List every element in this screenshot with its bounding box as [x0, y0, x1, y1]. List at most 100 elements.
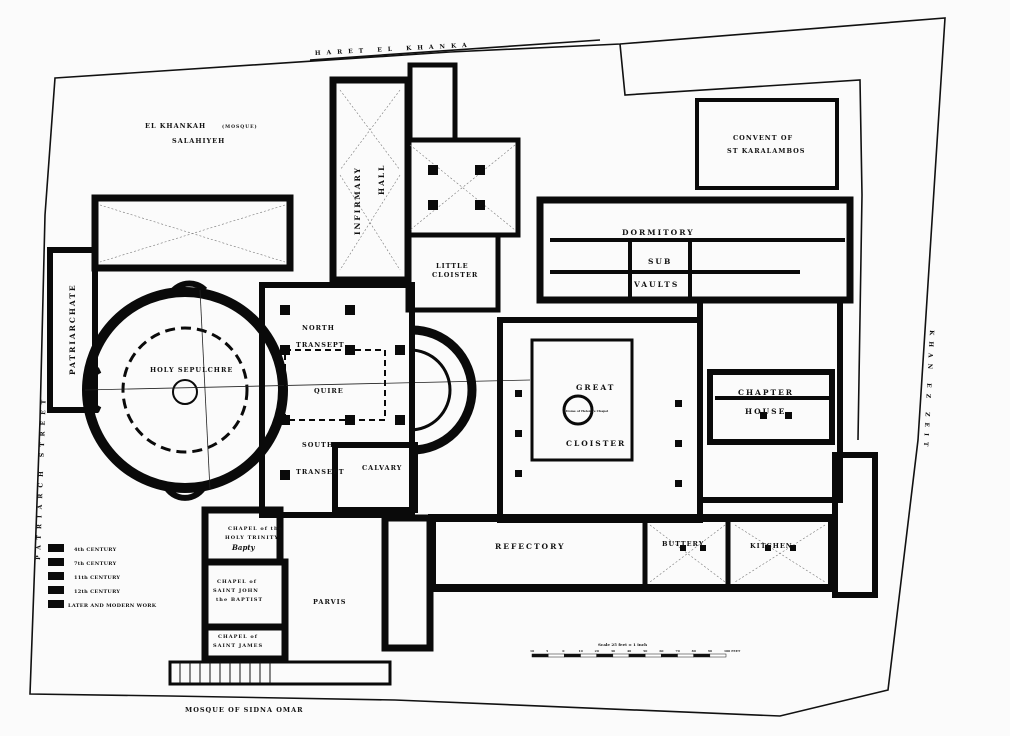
label-john-1: CHAPEL of	[217, 579, 257, 585]
scale-caption: Scale 25 feet = 1 inch	[598, 642, 647, 647]
label-house: HOUSE	[745, 407, 786, 416]
legend-label: 11th CENTURY	[74, 575, 120, 581]
label-holy-sepulchre: HOLY SEPULCHRE	[150, 366, 233, 374]
legend-swatch	[48, 544, 64, 552]
vault-lines	[339, 89, 401, 271]
scale-segment	[547, 653, 565, 658]
convent-plot	[619, 43, 863, 441]
scale-segment	[661, 653, 678, 658]
refectory-range	[428, 514, 836, 592]
vault-lines	[99, 204, 286, 263]
label-helena-chapel: Dome of Helena's Chapel	[566, 409, 609, 413]
scale-tick-label: 60	[659, 649, 663, 653]
label-convent-2: ST KARALAMBOS	[727, 147, 805, 155]
legend-swatch	[48, 572, 64, 580]
rotunda-inner	[121, 326, 249, 454]
label-hall: HALL	[377, 164, 386, 195]
great-cloister-garth	[530, 338, 634, 462]
quire-ambulatory	[409, 348, 452, 432]
street-label-west: PATRIARCH STREET	[35, 394, 48, 560]
label-south-transept: TRANSEPT	[296, 468, 345, 476]
scale-tick-label: 90	[708, 649, 712, 653]
label-khankah-note: (MOSQUE)	[222, 123, 258, 130]
legend-label: 4th CENTURY	[74, 547, 117, 553]
label-james-1: CHAPEL of	[218, 634, 258, 640]
chapter-house	[707, 369, 835, 445]
sepulchre-edicule	[172, 379, 198, 405]
label-south: SOUTH	[302, 441, 334, 449]
vault-lines	[409, 144, 516, 231]
street-label-south: MOSQUE OF SIDNA OMAR	[185, 706, 304, 714]
label-trinity-1: CHAPEL of the	[228, 526, 283, 532]
label-parvis: PARVIS	[313, 598, 346, 606]
legend-swatch	[48, 586, 64, 594]
scale-tick-label: 80	[692, 649, 696, 653]
great-cloister-walk	[497, 317, 703, 523]
scale-tick-label: 50	[643, 649, 647, 653]
east-apse	[411, 325, 477, 455]
label-khankah: EL KHANKAH	[145, 122, 206, 130]
scale-segment	[644, 653, 662, 658]
quire	[284, 349, 386, 421]
street-line-north	[309, 39, 601, 61]
label-dormitory: DORMITORY	[622, 228, 695, 237]
label-kitchen: KITCHEN	[750, 542, 793, 550]
scale-segment	[564, 653, 581, 658]
scale-tick-label: 10	[530, 649, 534, 653]
little-cloister	[405, 232, 501, 313]
scale-segment	[628, 653, 646, 658]
scale-segment	[580, 653, 597, 658]
axis-line-v	[199, 289, 211, 491]
label-little: LITTLE	[436, 262, 469, 270]
label-refectory: REFECTORY	[495, 542, 565, 551]
label-convent-1: CONVENT OF	[733, 134, 793, 142]
scale-segment	[677, 653, 694, 658]
scale-segment	[531, 653, 549, 658]
rotunda-outer	[82, 287, 288, 493]
patriarchate-north	[91, 194, 294, 272]
scale-tick-label: 100 FEET	[724, 649, 741, 653]
scale-segment	[596, 653, 614, 658]
scale-tick-label: 70	[676, 649, 680, 653]
label-john-3: the BAPTIST	[216, 597, 263, 603]
label-calvary: CALVARY	[362, 464, 402, 472]
legend-label: LATER AND MODERN WORK	[68, 603, 157, 609]
scale-tick-label: 20	[595, 649, 599, 653]
label-trinity-2: HOLY TRINITY	[225, 535, 279, 541]
east-stair-block	[832, 452, 878, 598]
label-chapter: CHAPTER	[738, 388, 794, 397]
label-buttery: BUTTERY	[662, 540, 704, 548]
helena-chapel-dome	[562, 394, 594, 426]
crusader-church	[259, 282, 415, 518]
scale-tick-label: 40	[627, 649, 631, 653]
label-cloister-little: CLOISTER	[432, 271, 478, 279]
north-apse	[167, 280, 208, 297]
label-patriarchate: PATRIARCHATE	[68, 283, 77, 375]
label-salahiyeh: SALAHIYEH	[172, 137, 225, 145]
vault-lines	[649, 524, 826, 583]
label-john-2: SAINT JOHN	[213, 588, 259, 594]
label-infirmary: INFIRMARY	[353, 166, 362, 235]
legend-swatch	[48, 600, 64, 608]
scale-tick-label: 5	[546, 649, 548, 653]
north-tower	[407, 62, 458, 143]
label-sub: SUB	[648, 257, 672, 266]
dormitory-block	[536, 196, 854, 304]
label-great: GREAT	[576, 383, 615, 392]
chapel-st-james	[201, 623, 289, 663]
label-north: NORTH	[302, 324, 335, 332]
label-james-2: SAINT JAMES	[213, 643, 263, 649]
label-trinity-3: Bapty	[231, 543, 256, 552]
scale-segment	[693, 653, 711, 658]
south-apse	[162, 483, 208, 501]
scale-segment	[612, 653, 630, 658]
parvis-east-building	[381, 514, 434, 652]
east-range	[697, 297, 843, 503]
convent-building	[695, 98, 839, 190]
stair-treads	[179, 662, 271, 684]
legend-label: 12th CENTURY	[74, 589, 120, 595]
piers	[280, 165, 796, 551]
